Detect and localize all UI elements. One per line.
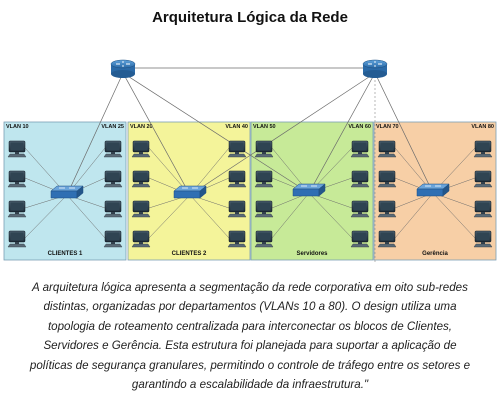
computer-icon [473, 230, 493, 248]
computer-icon [131, 170, 151, 188]
computer-icon [7, 170, 27, 188]
computer-icon [350, 140, 370, 158]
computer-icon [473, 170, 493, 188]
computer-icon [103, 170, 123, 188]
zone-label: CLIENTES 1 [48, 251, 83, 257]
vlan-label-left: VLAN 50 [253, 124, 276, 130]
vlan-label-left: VLAN 10 [6, 124, 29, 130]
computer-icon [254, 140, 274, 158]
computer-icon [350, 230, 370, 248]
uplink [122, 72, 191, 196]
vlan-label-right: VLAN 60 [348, 124, 371, 130]
network-diagram: VLAN 10 VLAN 25 CLIENTES 1 VLAN 20 VLAN 40 CL… [3, 59, 497, 262]
computer-icon [377, 140, 397, 158]
pc-link [394, 192, 434, 239]
computer-icon [377, 170, 397, 188]
computer-icon [131, 200, 151, 218]
pc-link [308, 192, 353, 239]
uplink [308, 72, 376, 194]
computer-icon [254, 170, 274, 188]
computer-icon [377, 230, 397, 248]
vlan-label-right: VLAN 80 [471, 124, 494, 130]
computer-icon [103, 230, 123, 248]
pc-link [66, 194, 106, 239]
diagram-title: Arquitetura Lógica da Rede [152, 9, 348, 26]
computer-icon [473, 200, 493, 218]
computer-icon [131, 140, 151, 158]
zone-label: Gerência [422, 251, 448, 257]
computer-icon [350, 170, 370, 188]
computer-icon [103, 140, 123, 158]
zone-label: CLIENTES 2 [172, 251, 207, 257]
computer-icon [350, 200, 370, 218]
computer-icon [227, 170, 247, 188]
uplink [122, 72, 310, 194]
vlan-label-right: VLAN 40 [225, 124, 248, 130]
router-icon [362, 59, 388, 78]
diagram-caption: A arquitetura lógica apresenta a segment… [29, 281, 471, 392]
pc-link [24, 194, 68, 239]
computer-icon [227, 140, 247, 158]
pc-link [432, 192, 476, 239]
vlan-label-left: VLAN 70 [376, 124, 399, 130]
switch-icon [50, 185, 84, 199]
router-icon [110, 59, 136, 78]
computer-icon [131, 230, 151, 248]
uplink [189, 72, 376, 196]
computer-icon [227, 230, 247, 248]
vlan-label-left: VLAN 20 [130, 124, 153, 130]
switch-icon [173, 185, 207, 199]
computer-icon [254, 230, 274, 248]
computer-icon [7, 230, 27, 248]
pc-link [189, 194, 230, 239]
computer-icon [473, 140, 493, 158]
zone-label: Servidores [296, 251, 328, 257]
switch-icon [416, 183, 450, 197]
computer-icon [254, 200, 274, 218]
pc-link [148, 194, 191, 239]
computer-icon [377, 200, 397, 218]
computer-icon [7, 200, 27, 218]
computer-icon [227, 200, 247, 218]
vlan-label-right: VLAN 25 [101, 124, 124, 130]
pc-link [271, 192, 310, 239]
uplink [66, 72, 124, 196]
computer-icon [7, 140, 27, 158]
switch-icon [292, 183, 326, 197]
uplink [374, 72, 434, 194]
computer-icon [103, 200, 123, 218]
